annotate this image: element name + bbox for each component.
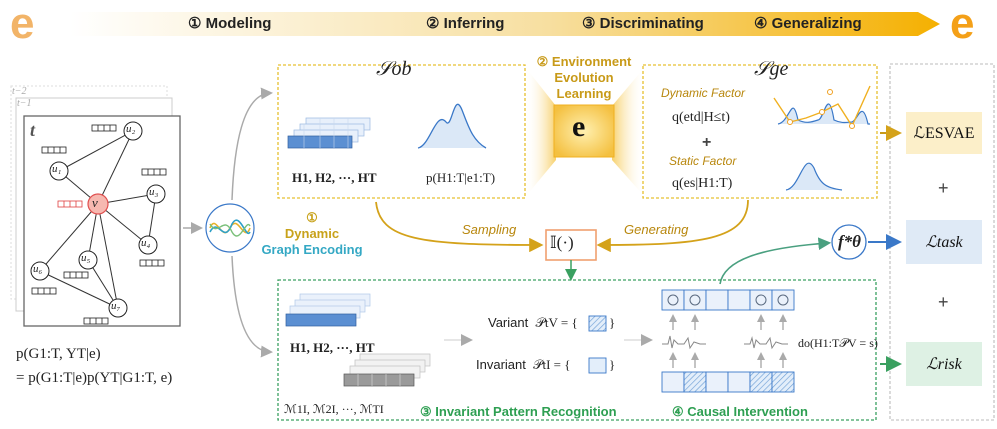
- static-factor-curve: [785, 162, 843, 191]
- swap-icons: [667, 294, 789, 306]
- indicator-label: 𝕀(·): [550, 233, 574, 252]
- dynamic-factor-label: Dynamic Factor: [661, 86, 746, 100]
- encoding-label: ① Dynamic Graph Encoding: [261, 210, 363, 257]
- node-label-u1: u₁: [52, 163, 62, 175]
- env-funnel-right: [612, 68, 644, 196]
- stage-generalizing: ④ Generalizing: [754, 15, 862, 32]
- time-label-t-1: t−1: [17, 98, 32, 109]
- f-theta-arrow: [719, 237, 832, 285]
- sampling-label: Sampling: [462, 222, 517, 237]
- sampling-arrow: [375, 201, 544, 253]
- env-funnel-left: [526, 68, 556, 196]
- intervention-arrows: [669, 314, 787, 368]
- node-features: [31, 124, 167, 325]
- mask-sequence: ℳ1I, ℳ2I, ···, ℳTI: [284, 402, 384, 416]
- caption-invariant-recognition: ③ Invariant Pattern Recognition: [420, 404, 617, 419]
- static-factor-expr: q(es|H1:T): [672, 176, 733, 191]
- loss-esvae: ℒESVAE: [906, 112, 982, 154]
- loss-task: ℒtask: [906, 220, 982, 264]
- env-box: [553, 104, 615, 158]
- f-theta-circle: [831, 224, 867, 260]
- env-box-letter: e: [572, 110, 586, 143]
- ge-panel-title: 𝒮ge: [754, 58, 789, 80]
- embedding-stack-bottom: [285, 293, 371, 327]
- mask-stack: [343, 353, 431, 387]
- ob-panel-title: 𝒮ob: [376, 58, 412, 80]
- stage-modeling: ① Modeling: [188, 15, 272, 32]
- caption-causal-intervention: ④ Causal Intervention: [672, 404, 808, 419]
- center-node-label: v: [92, 195, 98, 210]
- node-label-u2: u₂: [126, 123, 136, 135]
- invariant-label: Invariant 𝒫tI = {: [476, 357, 571, 372]
- ob-probability: p(H1:T|e1:T): [426, 170, 496, 185]
- env-learning-label: ② Environment Evolution Learning: [536, 54, 632, 101]
- stage-inferring: ② Inferring: [426, 15, 505, 32]
- loss-plus-1: +: [938, 178, 949, 198]
- f-theta-label: f*θ: [838, 232, 861, 251]
- variant-close-brace: }: [609, 315, 616, 330]
- center-node-features: [57, 200, 83, 208]
- time-label-t-2: t−2: [12, 86, 27, 97]
- time-label-t: t: [30, 120, 36, 140]
- ge-panel: [642, 64, 878, 199]
- bottom-sequence: H1, H2, ···, HT: [290, 340, 375, 355]
- node-label-u5: u₅: [81, 252, 91, 264]
- logo-right: e: [950, 0, 975, 48]
- factor-plus: +: [702, 134, 712, 151]
- stage-banner: [70, 12, 940, 36]
- ob-sequence: H1, H2, ···, HT: [292, 170, 377, 185]
- stage-discriminating: ③ Discriminating: [582, 15, 704, 32]
- intervention-panel: [277, 279, 877, 421]
- arrow-encoder-down: [231, 255, 273, 358]
- intervened-row: [661, 289, 795, 311]
- center-node: [87, 193, 109, 215]
- do-operator: do(H1:T𝒫V = s): [798, 336, 878, 350]
- generating-label: Generating: [624, 222, 689, 237]
- density-curve-ob: [417, 103, 487, 149]
- formula-line-1: p(G1:T, YT|e): [16, 346, 101, 362]
- variant-label: Variant 𝒫tV = {: [488, 315, 578, 330]
- invariant-close-brace: }: [609, 357, 616, 372]
- variant-pattern-square: [588, 315, 607, 332]
- embedding-stack-ob: [287, 117, 371, 149]
- dynamic-factor-expr: q(etd|H≤t): [672, 110, 730, 125]
- graph-nodes: [30, 121, 166, 318]
- node-label-u4: u₄: [141, 237, 151, 249]
- loss-plus-2: +: [938, 292, 949, 312]
- original-row: [661, 371, 795, 393]
- logo-left: e: [10, 0, 35, 48]
- formula-line-2: = p(G1:T|e)p(YT|G1:T, e): [16, 370, 173, 386]
- loss-risk: ℒrisk: [906, 342, 982, 386]
- generating-arrow: [596, 199, 749, 253]
- invariant-pattern-square: [588, 357, 607, 374]
- dynamic-factor-curves: [773, 85, 871, 129]
- node-label-u3: u₃: [149, 186, 159, 198]
- node-label-u6: u₆: [33, 263, 43, 275]
- arrow-encoder-up: [231, 87, 273, 201]
- encoder-icon: [205, 203, 255, 253]
- node-label-u7: u₇: [111, 300, 121, 312]
- signal-traces: [662, 335, 788, 350]
- static-factor-label: Static Factor: [669, 154, 737, 168]
